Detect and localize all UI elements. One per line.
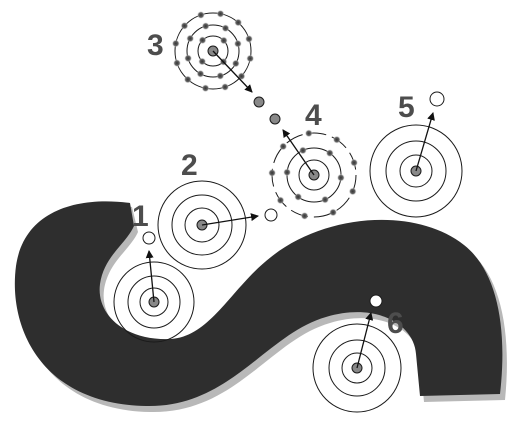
step-label-2: 2 — [181, 149, 198, 182]
atom-3-middle-particle — [234, 40, 242, 48]
atom-3-outer-particle — [221, 83, 229, 91]
atom-3-inner-particle — [220, 37, 228, 45]
atom-3-inner-particle — [199, 36, 207, 44]
step-label-1: 1 — [132, 200, 149, 233]
emitted-particle-1 — [143, 232, 155, 244]
atom-3-middle-particle — [202, 22, 210, 30]
emitted-particle-5 — [430, 92, 444, 106]
atom-4-outer-particle — [350, 159, 358, 167]
atom-3-outer-particle — [245, 35, 253, 43]
atom-4-outer-particle — [333, 136, 341, 144]
atom-4-outer-particle — [279, 142, 287, 150]
atom-4-outer-particle — [349, 187, 357, 195]
atom-3-middle-particle — [232, 60, 240, 68]
atom-3-outer-particle — [197, 11, 205, 19]
step-label-4: 4 — [305, 99, 322, 132]
atom-3 — [172, 10, 280, 124]
atom-3-outer-particle — [173, 59, 181, 67]
atom-3-outer-particle — [202, 84, 210, 92]
atom-3-outer-particle — [181, 22, 189, 30]
atom-3-outer-particle — [238, 72, 246, 80]
atom-4-middle-particle — [294, 193, 302, 201]
atom-3-middle-particle — [186, 35, 194, 43]
atom-3-middle-particle — [222, 24, 230, 32]
atom-4-outer-particle — [329, 208, 337, 216]
atom-3-outer-particle — [184, 76, 192, 84]
step-label-6: 6 — [387, 307, 404, 340]
s-shaped-ribbon — [15, 201, 503, 406]
atom-4-middle-particle — [321, 196, 329, 204]
atom-3-outer-particle — [246, 55, 254, 63]
emitted-particle-3b — [270, 114, 280, 124]
atom-3-middle-particle — [184, 54, 192, 62]
atom-4-outer-particle — [301, 212, 309, 220]
atom-4 — [268, 129, 358, 220]
atom-4-middle-particle — [337, 174, 345, 182]
step-label-5: 5 — [398, 91, 415, 124]
atom-5 — [370, 92, 462, 217]
atom-4-middle-particle — [299, 146, 307, 154]
atom-4-outer-particle — [277, 196, 285, 204]
atom-4-outer-particle — [268, 169, 276, 177]
atom-3-outer-particle — [172, 40, 180, 48]
atom-4-middle-particle — [326, 149, 334, 157]
atom-3-outer-particle — [217, 10, 225, 18]
atom-2 — [158, 181, 277, 269]
emitted-particle-6 — [370, 295, 382, 307]
emitted-particle-2 — [265, 209, 277, 221]
atom-3-middle-particle — [197, 70, 205, 78]
atom-3-inner-particle — [198, 58, 206, 66]
emitted-particle-3a — [254, 97, 264, 107]
atom-3-outer-particle — [234, 19, 242, 27]
step-label-3: 3 — [147, 29, 164, 62]
atom-3-middle-particle — [216, 72, 224, 80]
atom-4-middle-particle — [283, 168, 291, 176]
